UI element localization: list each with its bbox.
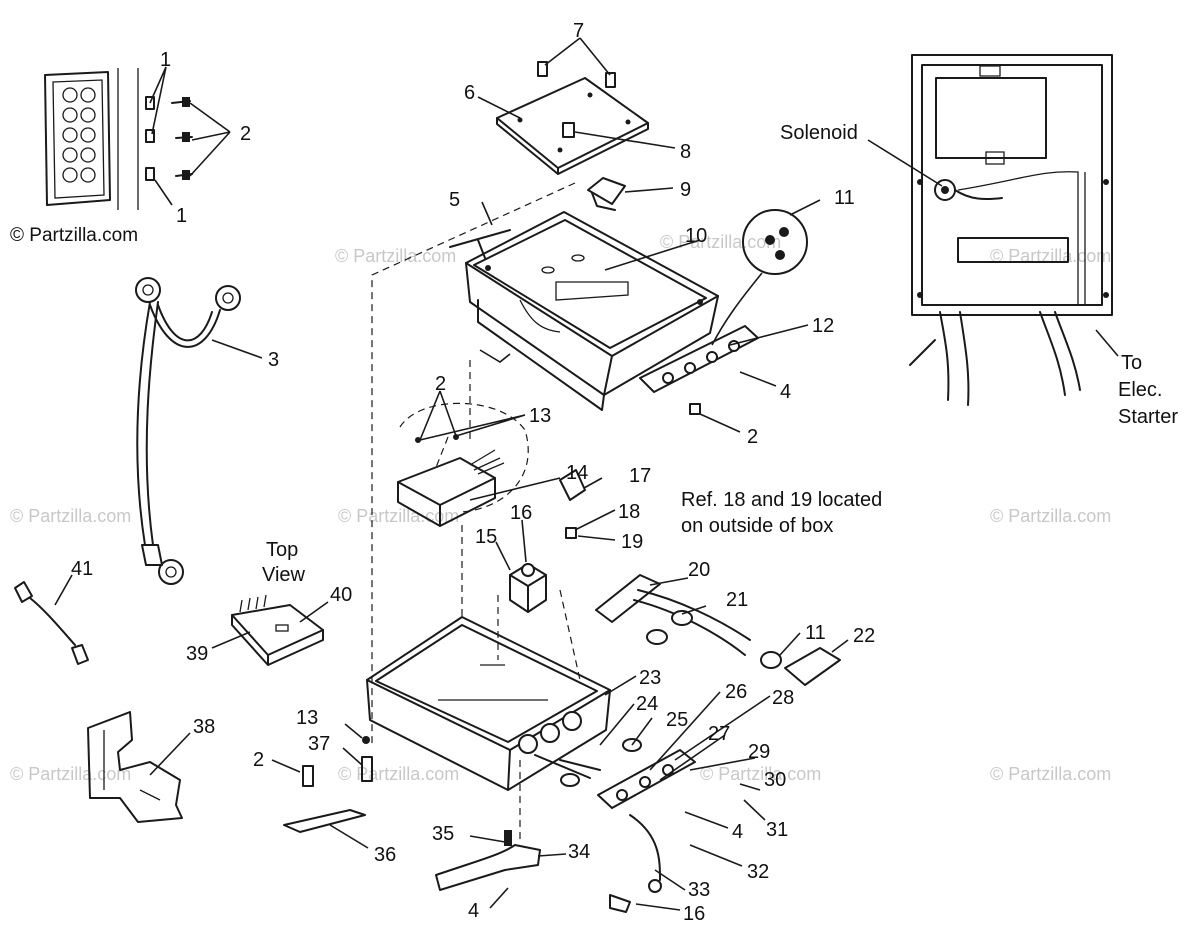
callout-37: 37 xyxy=(308,733,330,755)
switch-15 xyxy=(497,563,581,681)
watermark-text: © Partzilla.com xyxy=(990,764,1111,784)
relay-assembly xyxy=(397,402,529,527)
copyright-notice: © Partzilla.com xyxy=(10,225,138,246)
terminal-strip-inset xyxy=(44,68,193,210)
callout-31: 31 xyxy=(766,819,788,841)
callout-22: 22 xyxy=(853,625,875,647)
callout-1: 1 xyxy=(160,49,171,71)
guide-lines xyxy=(371,182,576,745)
top-view-line2: View xyxy=(262,564,306,586)
watermark-text: © Partzilla.com xyxy=(338,764,459,784)
callout-16: 16 xyxy=(683,903,705,925)
callout-4: 4 xyxy=(780,381,791,403)
watermark-text: © Partzilla.com xyxy=(10,506,131,526)
callout-35: 35 xyxy=(432,823,454,845)
wiring-harness xyxy=(595,574,751,656)
callout-12: 12 xyxy=(812,315,834,337)
solenoid-label: Solenoid xyxy=(780,122,858,144)
ground-wire xyxy=(609,814,662,913)
callout-2: 2 xyxy=(240,123,251,145)
callout-21: 21 xyxy=(726,589,748,611)
callout-18: 18 xyxy=(618,501,640,523)
plug-11 xyxy=(742,209,808,275)
callout-26: 26 xyxy=(725,681,747,703)
callout-4: 4 xyxy=(732,821,743,843)
terminal-block xyxy=(435,830,541,891)
jumper-wire xyxy=(14,581,89,665)
watermark-text: © Partzilla.com xyxy=(338,506,459,526)
callout-2: 2 xyxy=(253,749,264,771)
callout-3: 3 xyxy=(268,349,279,371)
callout-8: 8 xyxy=(680,141,691,163)
cover-plate xyxy=(496,61,649,175)
callout-2: 2 xyxy=(435,373,446,395)
callout-30: 30 xyxy=(764,769,786,791)
spark-boot xyxy=(760,647,841,686)
mounting-bracket xyxy=(87,711,183,823)
callout-33: 33 xyxy=(688,879,710,901)
callout-14: 14 xyxy=(566,462,588,484)
watermark-text: © Partzilla.com xyxy=(990,506,1111,526)
watermark-text: © Partzilla.com xyxy=(335,246,456,266)
callout-41: 41 xyxy=(71,558,93,580)
callout-9: 9 xyxy=(680,179,691,201)
callout-7: 7 xyxy=(573,20,584,42)
watermark-text: © Partzilla.com xyxy=(10,764,131,784)
callout-38: 38 xyxy=(193,716,215,738)
callout-15: 15 xyxy=(475,526,497,548)
to-elec-starter-line2: Elec. xyxy=(1118,379,1162,401)
battery-cable xyxy=(135,277,241,585)
to-elec-starter-line3: Starter xyxy=(1118,406,1178,428)
switch-17 xyxy=(559,469,586,539)
leader-lines xyxy=(54,37,1119,911)
grommet-plate-lower xyxy=(534,738,696,809)
solenoid-inset xyxy=(909,54,1113,406)
callout-numbers: 1 1 2 3 7 6 8 9 5 11 10 12 4 2 2 13 14 1… xyxy=(71,20,875,925)
top-view-line1: Top xyxy=(266,539,298,561)
callout-25: 25 xyxy=(666,709,688,731)
watermark-text: © Partzilla.com xyxy=(660,232,781,252)
watermark-text: © Partzilla.com xyxy=(700,764,821,784)
callout-10: 10 xyxy=(685,225,707,247)
callout-20: 20 xyxy=(688,559,710,581)
callout-23: 23 xyxy=(639,667,661,689)
ref-note-line2: on outside of box xyxy=(681,515,833,537)
watermarks: © Partzilla.com © Partzilla.com © Partzi… xyxy=(10,232,1111,784)
callout-29: 29 xyxy=(748,741,770,763)
callout-24: 24 xyxy=(636,693,658,715)
callout-39: 39 xyxy=(186,643,208,665)
callout-5: 5 xyxy=(449,189,460,211)
to-elec-starter-line1: To xyxy=(1121,352,1142,374)
connector-9 xyxy=(587,177,626,211)
callout-13: 13 xyxy=(529,405,551,427)
callout-32: 32 xyxy=(747,861,769,883)
upper-box xyxy=(465,211,719,411)
callout-40: 40 xyxy=(330,584,352,606)
callout-11: 11 xyxy=(834,187,855,209)
wire-5 xyxy=(449,229,511,259)
callout-17: 17 xyxy=(629,465,651,487)
callout-6: 6 xyxy=(464,82,475,104)
callout-19: 19 xyxy=(621,531,643,553)
circuit-board xyxy=(231,594,324,666)
callout-13: 13 xyxy=(296,707,318,729)
lower-bracket xyxy=(283,736,373,833)
lower-box xyxy=(366,616,611,840)
callout-27: 27 xyxy=(708,723,730,745)
ref-note-line1: Ref. 18 and 19 located xyxy=(681,489,882,511)
callout-34: 34 xyxy=(568,841,590,863)
callout-36: 36 xyxy=(374,844,396,866)
callout-4: 4 xyxy=(468,900,479,922)
callout-11: 11 xyxy=(805,622,826,644)
callout-16: 16 xyxy=(510,502,532,524)
callout-28: 28 xyxy=(772,687,794,709)
callout-1: 1 xyxy=(176,205,187,227)
callout-2: 2 xyxy=(747,426,758,448)
